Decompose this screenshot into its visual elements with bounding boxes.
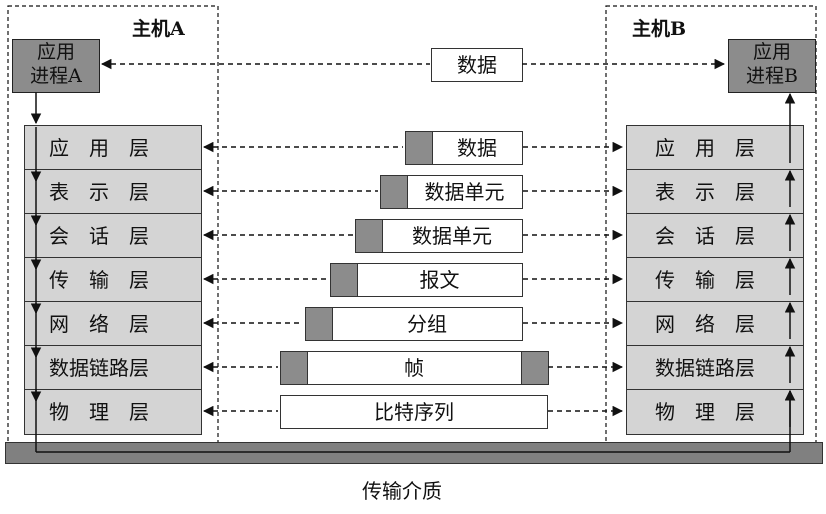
pdu-header-left — [279, 350, 308, 385]
layer-a-4: 网 络 层 — [24, 301, 202, 347]
layer-b-0: 应 用 层 — [626, 125, 804, 171]
layer-b-6: 物 理 层 — [626, 389, 804, 435]
layer-b-1: 表 示 层 — [626, 169, 804, 215]
layer-a-6: 物 理 层 — [24, 389, 202, 435]
layer-label: 传 输 层 — [655, 268, 755, 292]
pdu-box-3: 报文 — [329, 262, 523, 297]
pdu-box-0: 数据 — [404, 130, 523, 165]
layer-label: 会 话 层 — [49, 224, 149, 248]
pdu-box-1: 数据单元 — [379, 174, 523, 209]
pdu-header-left — [354, 218, 383, 253]
layer-label: 会 话 层 — [655, 224, 755, 248]
pdu-label: 数据单元 — [412, 224, 492, 248]
pdu-header-left — [329, 262, 358, 297]
pdu-box-4: 分组 — [304, 306, 523, 341]
layer-label: 应 用 层 — [655, 136, 755, 160]
layer-label: 表 示 层 — [655, 180, 755, 204]
layer-b-5: 数据链路层 — [626, 345, 804, 391]
layer-b-2: 会 话 层 — [626, 213, 804, 259]
pdu-box-6: 比特序列 — [280, 395, 548, 429]
layer-b-3: 传 输 层 — [626, 257, 804, 303]
layer-a-1: 表 示 层 — [24, 169, 202, 215]
layer-a-0: 应 用 层 — [24, 125, 202, 171]
pdu-box-2: 数据单元 — [354, 218, 523, 253]
pdu-label: 分组 — [407, 312, 447, 336]
layer-label: 表 示 层 — [49, 180, 149, 204]
layer-a-2: 会 话 层 — [24, 213, 202, 259]
layer-label: 物 理 层 — [49, 400, 149, 424]
pdu-box-5: 帧 — [279, 350, 549, 385]
pdu-header-left — [404, 130, 433, 165]
host-a-title: 主机A — [132, 18, 185, 40]
transmission-medium-label: 传输介质 — [362, 479, 442, 503]
layer-label: 数据链路层 — [49, 356, 149, 380]
pdu-label: 数据单元 — [424, 180, 505, 204]
layer-label: 传 输 层 — [49, 268, 149, 292]
pdu-label: 比特序列 — [374, 400, 454, 424]
pdu-trailer-right — [520, 350, 549, 385]
layer-label: 网 络 层 — [49, 312, 149, 336]
pdu-header-left — [304, 306, 333, 341]
process-b-box: 应用 进程B — [728, 39, 816, 93]
layer-a-5: 数据链路层 — [24, 345, 202, 391]
transmission-medium-bar — [5, 442, 823, 464]
host-b-title: 主机B — [632, 18, 687, 40]
layer-label: 网 络 层 — [655, 312, 755, 336]
pdu-label: 帧 — [404, 356, 424, 380]
layer-b-4: 网 络 层 — [626, 301, 804, 347]
process-a-box: 应用 进程A — [12, 39, 100, 93]
pdu-label: 数据 — [457, 136, 497, 160]
layer-label: 应 用 层 — [49, 136, 149, 160]
layer-a-3: 传 输 层 — [24, 257, 202, 303]
layer-label: 数据链路层 — [655, 356, 755, 380]
pdu-header-left — [379, 174, 408, 209]
top-data-box: 数据 — [431, 48, 523, 82]
pdu-label: 报文 — [419, 268, 460, 292]
layer-label: 物 理 层 — [655, 400, 755, 424]
